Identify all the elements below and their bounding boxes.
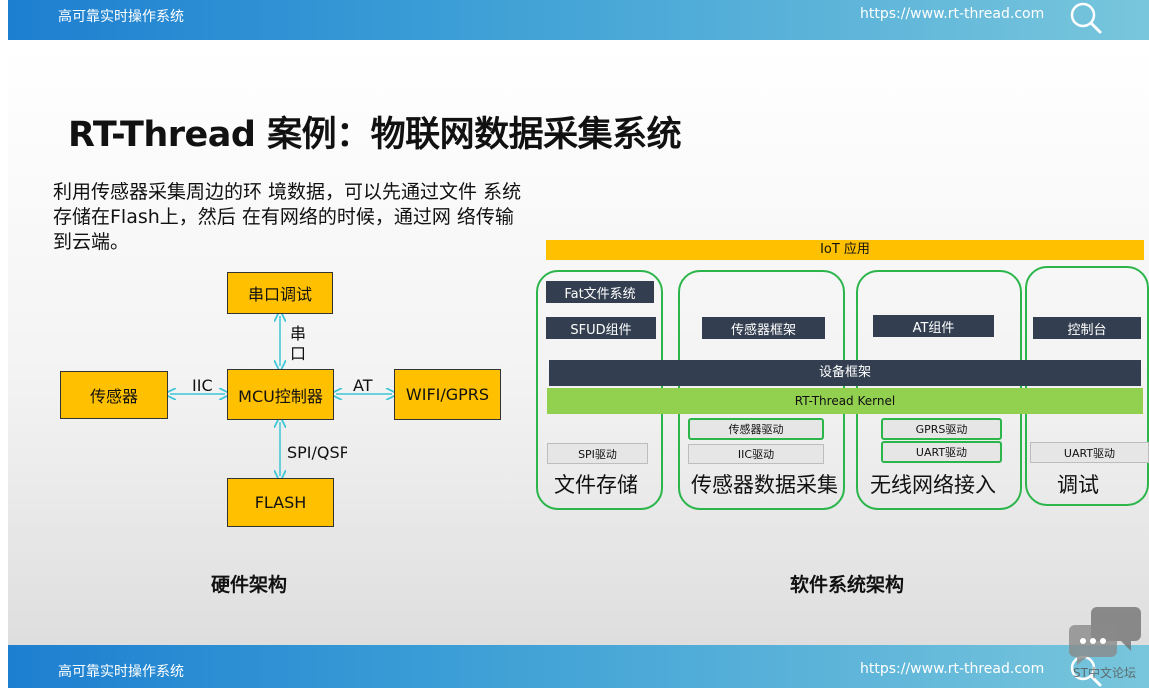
slide-description: 利用传感器采集周边的环 境数据，可以先通过文件 系统存储在Flash上，然后 在…: [53, 181, 522, 253]
device-framework-layer: 设备框架: [549, 360, 1141, 386]
footer-url-link[interactable]: https://www.rt-thread.com: [860, 661, 1045, 677]
group-debug-label: 调试: [1057, 473, 1099, 497]
iic-driver-box: IIC驱动: [688, 444, 824, 464]
wifi-gprs-box: WIFI/GPRS: [394, 369, 501, 420]
footer-bar: 高可靠实时操作系统 https://www.rt-thread.com: [8, 645, 1149, 688]
serial-label: 串口: [290, 324, 307, 363]
kernel-layer: RT-Thread Kernel: [547, 388, 1143, 414]
at-component-box: AT组件: [873, 315, 994, 337]
at-label: AT: [353, 376, 373, 395]
serial-debug-box: 串口调试: [227, 272, 333, 314]
search-icon[interactable]: [1066, 0, 1106, 40]
hardware-caption: 硬件架构: [211, 574, 288, 596]
sensor-driver-box: 传感器驱动: [688, 418, 824, 440]
header-url-link[interactable]: https://www.rt-thread.com: [860, 6, 1045, 22]
slide-canvas: [8, 48, 1149, 645]
fat-fs-box: Fat文件系统: [546, 281, 654, 303]
software-caption: 软件系统架构: [790, 574, 905, 596]
footer-left-text: 高可靠实时操作系统: [58, 664, 184, 680]
iot-app-layer: IoT 应用: [546, 240, 1144, 260]
flash-box: FLASH: [227, 478, 334, 527]
header-bar: 高可靠实时操作系统 https://www.rt-thread.com: [8, 0, 1149, 40]
spi-label: SPI/QSPI: [287, 443, 347, 462]
uart-driver-box-debug: UART驱动: [1030, 442, 1149, 463]
group-sensor-label: 传感器数据采集: [691, 473, 838, 497]
header-left-text: 高可靠实时操作系统: [58, 9, 184, 25]
iic-label: IIC: [192, 376, 213, 395]
group-storage-label: 文件存储: [554, 473, 638, 497]
watermark-text: ST中文论坛: [1073, 666, 1136, 680]
console-box: 控制台: [1033, 317, 1141, 339]
chat-bubble-icon: [1069, 607, 1141, 665]
slide-title: RT-Thread 案例：物联网数据采集系统: [68, 115, 682, 155]
uart-driver-box-wireless: UART驱动: [881, 441, 1002, 463]
sensor-box: 传感器: [60, 371, 168, 419]
group-debug: [1025, 266, 1149, 506]
mcu-box: MCU控制器: [227, 369, 334, 420]
gprs-driver-box: GPRS驱动: [881, 418, 1002, 440]
group-wireless-label: 无线网络接入: [870, 473, 996, 497]
spi-driver-box: SPI驱动: [547, 443, 648, 464]
sfud-box: SFUD组件: [546, 317, 656, 339]
sensor-framework-box: 传感器框架: [702, 317, 825, 339]
